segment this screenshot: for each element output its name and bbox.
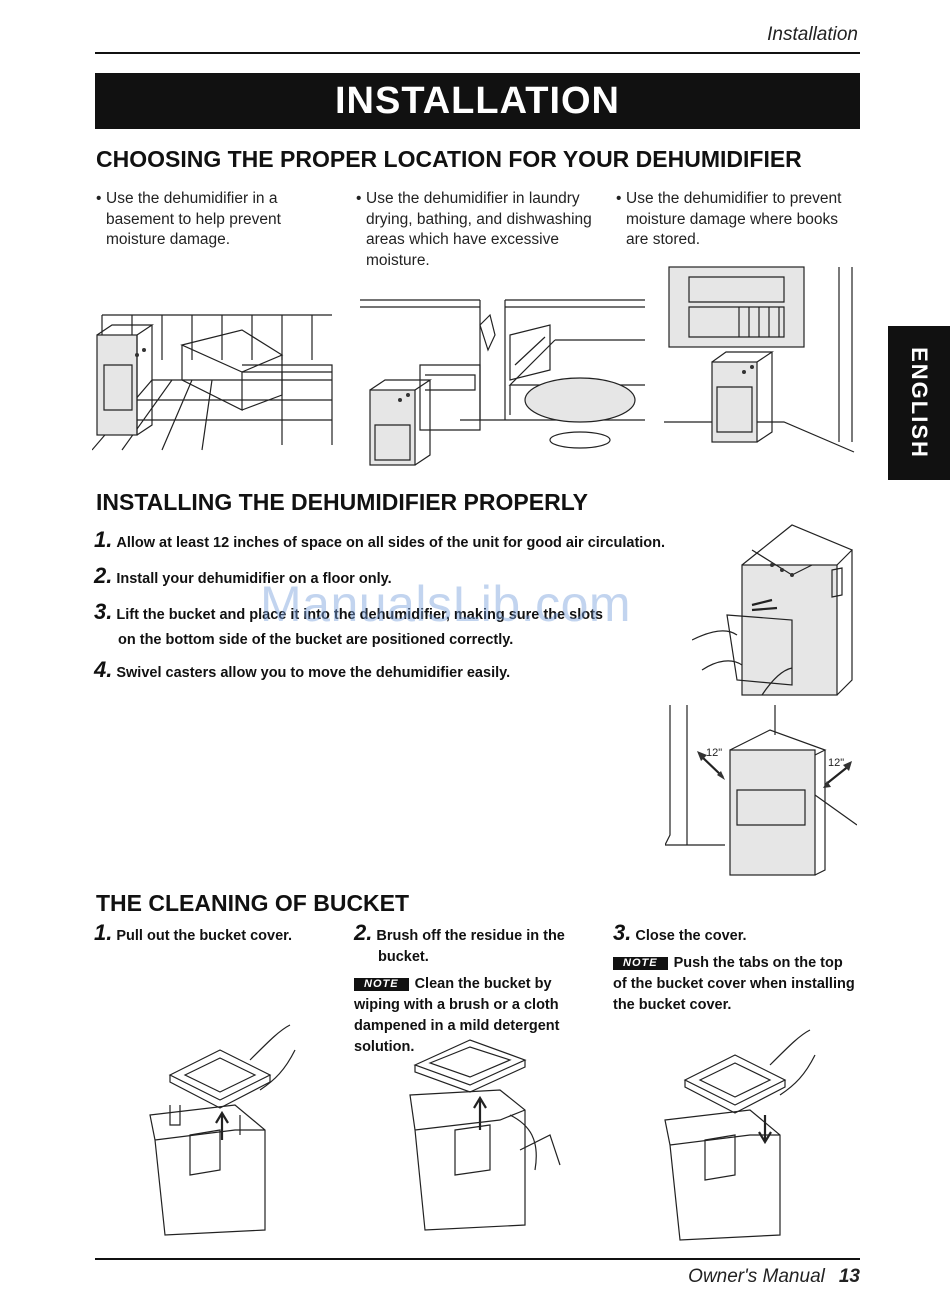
clearance-illustration xyxy=(665,705,857,876)
location-bullet-basement: • Use the dehumidifier in a basement to … xyxy=(96,190,281,248)
install-step-2: 2.Install your dehumidifier on a floor o… xyxy=(94,563,392,588)
basement-illustration xyxy=(92,314,333,451)
installing-heading: INSTALLING THE DEHUMIDIFIER PROPERLY xyxy=(96,489,588,515)
location-bullet-laundry: • Use the dehumidifier in laundry drying… xyxy=(356,190,592,269)
header-rule xyxy=(95,52,860,54)
footer-label: Owner's Manual xyxy=(688,1266,825,1287)
location-bullet-books: • Use the dehumidifier to prevent moistu… xyxy=(616,190,842,248)
bucket-insert-illustration xyxy=(692,524,854,696)
footer-rule xyxy=(95,1258,860,1260)
laundry-kitchen-illustration xyxy=(360,299,645,466)
page-title: INSTALLATION xyxy=(335,79,620,122)
bookshelf-illustration xyxy=(664,266,855,453)
note-badge: NOTE xyxy=(354,978,409,991)
clearance-right-label: 12" xyxy=(828,757,845,769)
bucket-brush-illustration xyxy=(409,1039,561,1231)
note-badge: NOTE xyxy=(613,957,668,970)
install-step-3-continued: on the bottom side of the bucket are pos… xyxy=(118,632,514,648)
cleaning-heading: THE CLEANING OF BUCKET xyxy=(96,890,410,916)
bucket-cover-removal-illustration xyxy=(149,1024,296,1236)
clean-step-2: 2.Brush off the residue in the bucket. N… xyxy=(354,920,565,1055)
language-tab-label: ENGLISH xyxy=(907,347,933,459)
install-step-1: 1.Allow at least 12 inches of space on a… xyxy=(94,527,666,552)
location-heading: CHOOSING THE PROPER LOCATION FOR YOUR DE… xyxy=(96,146,802,172)
install-step-4: 4.Swivel casters allow you to move the d… xyxy=(94,657,511,682)
bucket-cover-close-illustration xyxy=(664,1029,816,1241)
page-footer: Owner's Manual 13 xyxy=(560,1266,860,1288)
page-title-banner: INSTALLATION xyxy=(95,73,860,129)
clean-step-1: 1.Pull out the bucket cover. xyxy=(94,920,293,945)
running-header: Installation xyxy=(767,24,858,45)
page-number: 13 xyxy=(838,1266,860,1287)
clearance-left-label: 12" xyxy=(706,747,723,759)
language-tab: ENGLISH xyxy=(888,326,950,480)
watermark: ManualsLib.com xyxy=(260,576,632,632)
install-step-3: 3.Lift the bucket and place it into the … xyxy=(94,599,603,624)
